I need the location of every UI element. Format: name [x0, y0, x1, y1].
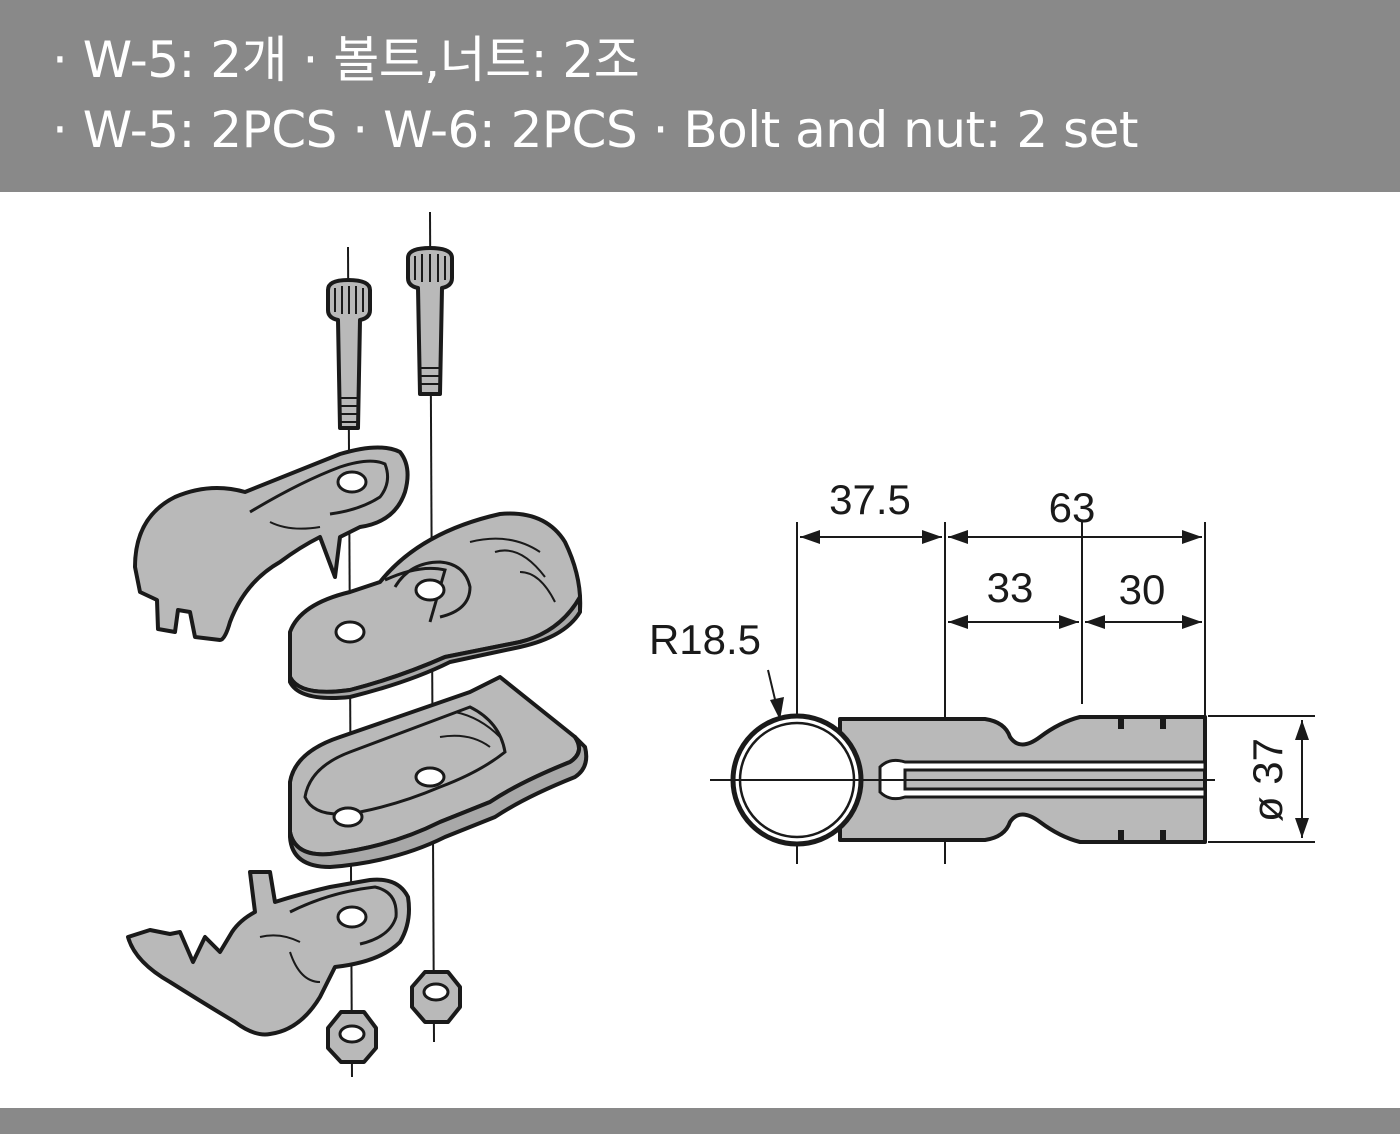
technical-drawing: 37.5 63 33 30 R18.5 ø 37 — [126, 211, 1315, 1078]
side-view-slot — [878, 758, 1207, 801]
radius-label: R18.5 — [649, 616, 761, 663]
bolt-left — [326, 278, 372, 430]
radius-leader-arrow — [770, 697, 784, 720]
header-line-english: · W-5: 2PCS · W-6: 2PCS · Bolt and nut: … — [52, 101, 1138, 159]
clamp-piece-bottom — [126, 870, 411, 1037]
dimension-label-37-5: 37.5 — [829, 476, 911, 523]
dimension-arrows-middle — [948, 615, 1202, 629]
dimension-label-33: 33 — [987, 564, 1034, 611]
bolt-right — [406, 246, 454, 396]
dimensioned-side-view: 37.5 63 33 30 R18.5 ø 37 — [649, 476, 1315, 864]
side-view-notches — [1118, 717, 1166, 842]
diameter-label: ø 37 — [1244, 738, 1291, 822]
header-line-korean: · W-5: 2개 · 볼트,너트: 2조 — [52, 31, 640, 89]
dimension-arrows-top — [800, 530, 1202, 544]
nut-right — [410, 970, 462, 1024]
header-banner: · W-5: 2개 · 볼트,너트: 2조 · W-5: 2PCS · W-6:… — [0, 0, 1400, 192]
diameter-arrow-bottom — [1295, 818, 1309, 838]
diameter-arrow-top — [1295, 720, 1309, 740]
clamp-piece-middle-lower — [288, 675, 589, 869]
clamp-piece-top — [133, 445, 410, 642]
footer-bar — [0, 1108, 1400, 1134]
nut-left — [326, 1010, 378, 1064]
dimension-label-63: 63 — [1049, 484, 1096, 531]
dimension-label-30: 30 — [1119, 566, 1166, 613]
clamp-piece-middle-upper — [288, 511, 583, 700]
exploded-assembly-view — [126, 211, 589, 1078]
